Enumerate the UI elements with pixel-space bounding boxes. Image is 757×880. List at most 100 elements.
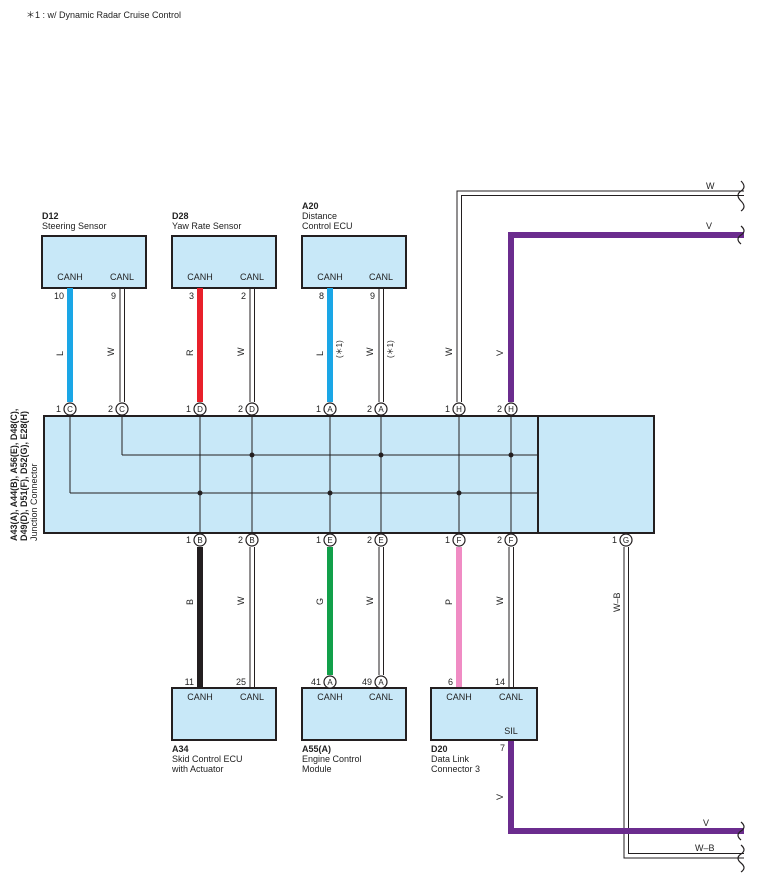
junction-connector-extension <box>537 415 655 534</box>
label-a55-canl: W <box>365 596 375 605</box>
a55-pin-canh: CANH <box>317 692 343 702</box>
top-pin-letter-5: A <box>378 405 384 414</box>
label-d28-canh: R <box>185 349 195 356</box>
footnote: ＊1 : w/ Dynamic Radar Cruise Control <box>26 10 182 20</box>
a55-pin-circles <box>323 675 388 689</box>
top-pin-num-7: 2 <box>497 404 502 414</box>
d12-num-canh: 10 <box>54 291 64 301</box>
top-pin-num-3: 2 <box>238 404 243 414</box>
label-sil-v: V <box>495 794 505 800</box>
top-pin-letter-7: H <box>508 405 514 414</box>
bottom-pin-num-5: 2 <box>497 535 502 545</box>
bottom-right-wb-label: W–B <box>695 843 715 853</box>
a20-code: A20 <box>302 201 319 211</box>
label-d20-canl: W <box>495 596 505 605</box>
wire-d20-sil-violet <box>508 741 744 834</box>
top-pin-num-0: 1 <box>56 404 61 414</box>
top-white-wires <box>119 190 744 402</box>
top-pin-circles <box>63 402 518 416</box>
d28-pin-canh: CANH <box>187 272 213 282</box>
bottom-white-wires <box>249 547 744 859</box>
bottom-pin-letter-1: B <box>249 536 254 545</box>
bottom-pin-num-6: 1 <box>612 535 617 545</box>
a20-name2: Control ECU <box>302 221 353 231</box>
d20-name: Data Link <box>431 754 470 764</box>
a55-engine-control-module-box <box>301 687 407 741</box>
d20-pin-canl: CANL <box>499 692 523 702</box>
a34-name2: with Actuator <box>171 764 224 774</box>
d28-yaw-rate-sensor-box <box>171 235 277 289</box>
a34-name: Skid Control ECU <box>172 754 243 764</box>
junction-connector-box <box>43 415 539 534</box>
a55-name2: Module <box>302 764 332 774</box>
bottom-pin-num-4: 1 <box>445 535 450 545</box>
wire-break-marks-top <box>737 180 745 245</box>
label-d12-canl: W <box>106 347 116 356</box>
label-g1: W–B <box>612 592 622 612</box>
a55-name: Engine Control <box>302 754 362 764</box>
bottom-pin-letter-3: E <box>378 536 383 545</box>
d28-name: Yaw Rate Sensor <box>172 221 241 231</box>
d20-num-sil: 7 <box>500 743 505 753</box>
a34-skid-control-ecu-box <box>171 687 277 741</box>
d28-pin-canl: CANL <box>240 272 264 282</box>
top-pin-num-1: 2 <box>108 404 113 414</box>
d20-code: D20 <box>431 744 448 754</box>
a55-pin-letter-canh: A <box>327 678 333 687</box>
label-a55-canh: G <box>315 598 325 605</box>
top-right-w-label: W <box>706 181 715 191</box>
bottom-pin-circles <box>193 533 633 547</box>
a34-num-canl: 25 <box>236 677 246 687</box>
a34-num-canh: 11 <box>185 677 194 687</box>
a55-num-canl: 49 <box>362 677 372 687</box>
label-a20-canl: W <box>365 347 375 356</box>
bottom-pin-num-3: 2 <box>367 535 372 545</box>
label-a34-canl: W <box>236 596 246 605</box>
bottom-pin-letter-0: B <box>197 536 202 545</box>
top-pin-num-4: 1 <box>316 404 321 414</box>
top-pin-num-6: 1 <box>445 404 450 414</box>
d20-num-canh: 6 <box>448 677 453 687</box>
label-a34-canh: B <box>185 599 195 605</box>
label-a20-canl-note: (＊1) <box>386 340 395 358</box>
d12-num-canl: 9 <box>111 291 116 301</box>
junction-bus-dots <box>197 452 514 496</box>
label-d20-canh: P <box>444 599 454 605</box>
bottom-pin-letter-4: F <box>457 536 462 545</box>
bottom-pin-num-0: 1 <box>186 535 191 545</box>
top-pin-num-5: 2 <box>367 404 372 414</box>
d12-name: Steering Sensor <box>42 221 107 231</box>
d20-data-link-connector-box <box>430 687 538 741</box>
label-a20-canh-note: (＊1) <box>335 340 344 358</box>
d12-steering-sensor-box <box>41 235 147 289</box>
top-pin-num-2: 1 <box>186 404 191 414</box>
label-d12-canh: L <box>55 351 65 356</box>
a34-pin-canh: CANH <box>187 692 213 702</box>
a20-num-canl: 9 <box>370 291 375 301</box>
d12-code: D12 <box>42 211 59 221</box>
a55-num-canh: 41 <box>311 677 321 687</box>
label-h1: W <box>444 347 454 356</box>
d20-pin-canh: CANH <box>446 692 472 702</box>
label-h2: V <box>495 350 505 356</box>
a55-code: A55(A) <box>302 744 331 754</box>
top-pin-letter-1: C <box>119 405 125 414</box>
top-pin-letter-4: A <box>327 405 333 414</box>
top-pin-letter-3: D <box>249 405 255 414</box>
top-pin-letter-6: H <box>456 405 462 414</box>
bottom-right-v-label: V <box>703 818 709 828</box>
label-a20-canh: L <box>315 351 325 356</box>
junction-codes-line2: D49(D), D51(F), D52(G), E28(H) <box>19 411 29 541</box>
d20-num-canl: 14 <box>495 677 505 687</box>
top-pin-letter-0: C <box>67 405 73 414</box>
d12-pin-canh: CANH <box>57 272 83 282</box>
bottom-pin-letter-2: E <box>327 536 332 545</box>
a20-pin-canl: CANL <box>369 272 393 282</box>
d20-pin-sil: SIL <box>504 726 518 736</box>
bottom-pin-letter-5: F <box>509 536 514 545</box>
bottom-pin-num-1: 2 <box>238 535 243 545</box>
d28-num-canl: 2 <box>241 291 246 301</box>
top-pin-letter-2: D <box>197 405 203 414</box>
a55-pin-canl: CANL <box>369 692 393 702</box>
top-right-v-label: V <box>706 221 712 231</box>
